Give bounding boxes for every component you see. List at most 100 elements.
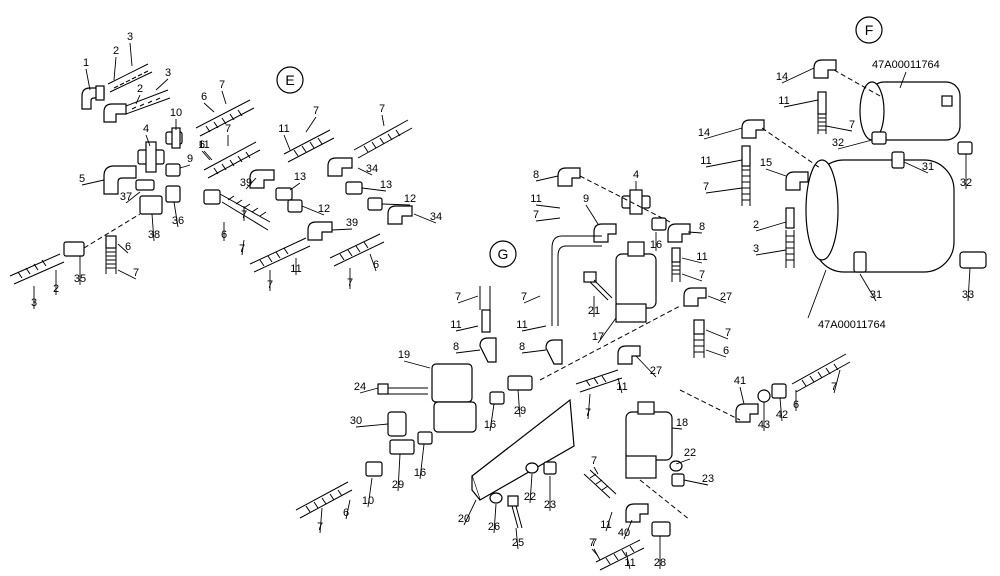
- part-number-label: 7: [219, 79, 225, 91]
- fitting-16-c: [651, 217, 667, 231]
- hose-7-6-lower: [329, 233, 385, 267]
- callout-leader: [241, 239, 245, 256]
- callout-leader: [357, 167, 373, 176]
- part-number-label: 11: [516, 319, 527, 331]
- part-number-label: 10: [362, 495, 374, 507]
- hose-6-7-b: [203, 141, 261, 179]
- elbow-8-right: [667, 223, 691, 243]
- solenoid-19: [431, 363, 477, 433]
- callout-leader: [245, 177, 257, 190]
- part-number-label: 7: [585, 407, 591, 419]
- callout-leader: [113, 56, 117, 81]
- callout-leader: [419, 443, 425, 480]
- part-number-label: 29: [514, 405, 526, 417]
- part-number-label: 6: [373, 259, 379, 271]
- callout-leader: [85, 68, 91, 91]
- part-number-label: 10: [170, 107, 182, 119]
- part-number-label: 11: [616, 381, 627, 393]
- callout-leader: [593, 466, 599, 475]
- hose-6-7-a: [195, 99, 255, 137]
- callout-leader: [703, 127, 743, 140]
- part-number-label: 7: [317, 521, 323, 533]
- part-number-label: 7: [591, 455, 597, 467]
- callout-leader: [457, 295, 479, 304]
- group-circle-g: [489, 240, 517, 268]
- dash-g-1: [579, 175, 671, 223]
- part-number-label: 34: [430, 211, 442, 223]
- part-number-label: 6: [793, 399, 799, 411]
- part-number-label: 6: [343, 507, 349, 519]
- part-number-label: 14: [776, 71, 788, 83]
- callout-leader: [81, 179, 105, 186]
- part-number-label: 6: [125, 241, 131, 253]
- part-number-label: 39: [240, 177, 252, 189]
- elbow-9-g: [593, 223, 617, 243]
- hose-11-7-f-top: [817, 91, 827, 134]
- part-number-label: 35: [74, 273, 86, 285]
- callout-leader: [381, 203, 411, 206]
- part-number-label: 22: [524, 491, 536, 503]
- part-number-label: 8: [519, 341, 525, 353]
- hose-11-7-a: [283, 129, 335, 163]
- hose-6-7-center: [203, 189, 271, 231]
- callout-leader: [403, 360, 431, 369]
- part-number-label: 7: [347, 277, 353, 289]
- part-number-label: 7: [241, 209, 247, 221]
- callout-leader: [705, 329, 729, 340]
- part-number-label: 32: [832, 137, 844, 149]
- part-number-label: 7: [521, 291, 527, 303]
- part-number-label: 31: [870, 289, 882, 301]
- callout-leader: [967, 267, 971, 302]
- elbow-14-top: [813, 59, 837, 79]
- callout-leader: [489, 403, 495, 432]
- part-number-label: 12: [404, 193, 416, 205]
- elbow-8-top: [557, 167, 581, 187]
- part-number-label: 27: [650, 365, 662, 377]
- part-number-label: 7: [699, 269, 705, 281]
- tank-lower: [805, 159, 955, 273]
- part-number-label: 3: [31, 297, 37, 309]
- callout-leader: [903, 161, 929, 174]
- part-number-label: 2: [137, 83, 143, 95]
- part-number-label: 23: [544, 499, 556, 511]
- part-number-label: 11: [450, 319, 461, 331]
- tee-4-g: [621, 189, 651, 215]
- group-g: G: [295, 167, 851, 571]
- part-number-label: 2: [53, 283, 59, 295]
- callout-leader: [117, 243, 129, 254]
- reference-top: 47A00011764: [872, 59, 940, 71]
- callout-leader: [675, 458, 691, 465]
- fitting-33: [959, 251, 987, 269]
- part-number-label: 33: [962, 289, 974, 301]
- nut-13-a: [275, 187, 293, 201]
- part-number-label: 11: [278, 123, 289, 135]
- part-number-label: 7: [849, 119, 855, 131]
- valve-31-b: [853, 251, 867, 273]
- callout-leader: [151, 213, 155, 242]
- callout-leader: [355, 423, 389, 428]
- part-number-label: 11: [198, 139, 209, 151]
- fitting-9: [165, 163, 181, 177]
- elbow-5: [103, 165, 137, 195]
- ref-leader-bottom: [807, 269, 827, 319]
- group-circle-e: [276, 66, 304, 94]
- part-number-label: 16: [484, 419, 496, 431]
- part-number-label: 7: [591, 537, 597, 549]
- hose-2: [107, 63, 153, 93]
- callout-leader: [705, 187, 743, 194]
- part-number-label: 7: [703, 181, 709, 193]
- part-number-label: 11: [290, 263, 301, 275]
- callout-leader: [345, 499, 351, 520]
- nut-42: [771, 383, 787, 399]
- callout-leader: [493, 503, 497, 534]
- part-number-label: 27: [720, 291, 732, 303]
- fitting-12-a: [287, 199, 303, 213]
- hose-elbow-upper: [103, 89, 171, 123]
- hose-7-11-bottom: [583, 469, 617, 499]
- callout-leader: [369, 253, 377, 272]
- elbow-8-low-b: [545, 339, 563, 365]
- part-number-label: 32: [960, 177, 972, 189]
- callout-leader: [463, 499, 477, 526]
- part-number-label: 23: [702, 473, 714, 485]
